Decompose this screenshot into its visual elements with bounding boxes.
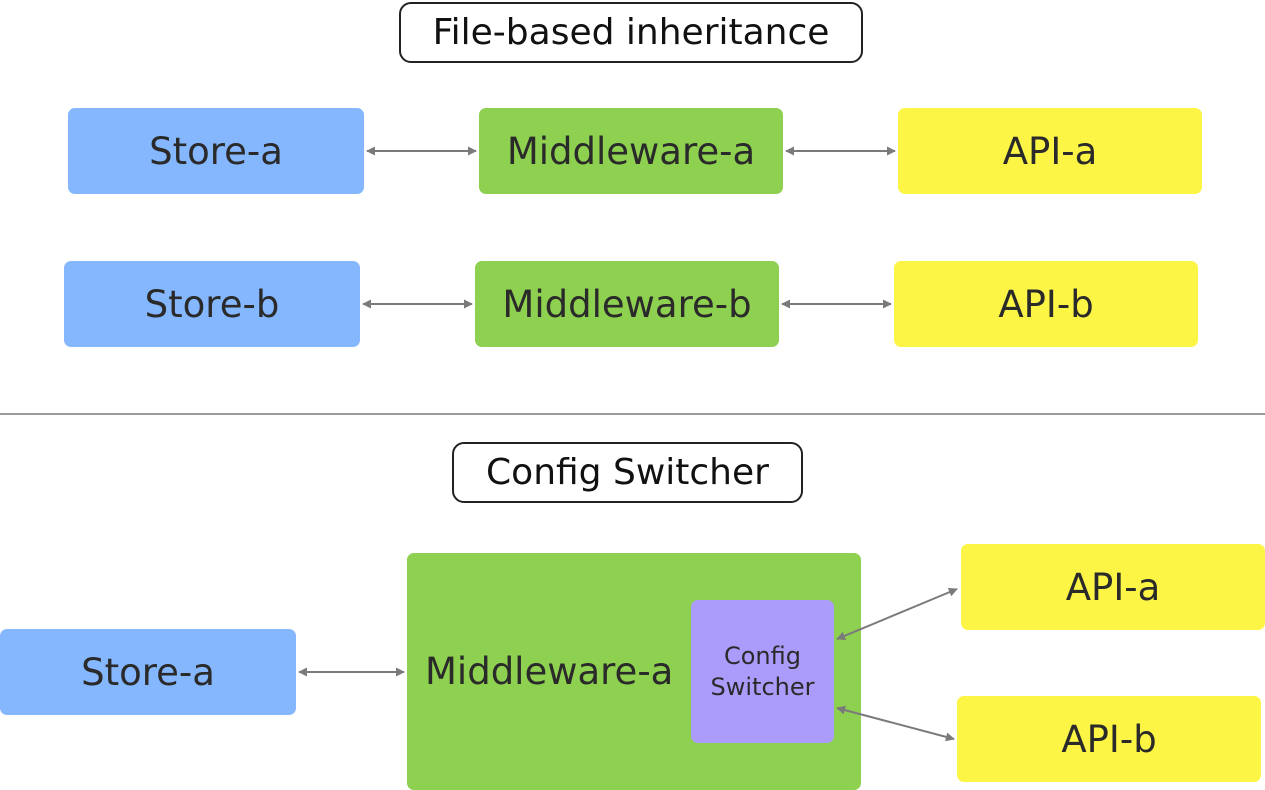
config-switcher-node: Config Switcher <box>691 600 834 743</box>
bottom-middleware-a-label: Middleware-a <box>425 650 674 693</box>
bottom-api-a-node: API-a <box>961 544 1265 630</box>
middleware-b-node: Middleware-b <box>475 261 779 347</box>
arrow-switcher-api-b <box>836 705 955 742</box>
bottom-store-a-node: Store-a <box>0 629 296 715</box>
middleware-a-node: Middleware-a <box>479 108 783 194</box>
title-config-switcher: Config Switcher <box>452 442 803 503</box>
bottom-api-b-node: API-b <box>957 696 1261 782</box>
api-a-node: API-a <box>898 108 1202 194</box>
store-b-node: Store-b <box>64 261 360 347</box>
title-file-based-inheritance: File-based inheritance <box>399 2 863 63</box>
arrow-switcher-api-a <box>836 587 958 641</box>
section-divider <box>0 413 1265 415</box>
config-switcher-line2: Switcher <box>710 672 815 701</box>
store-a-node: Store-a <box>68 108 364 194</box>
api-b-node: API-b <box>894 261 1198 347</box>
config-switcher-line1: Config <box>723 641 801 670</box>
